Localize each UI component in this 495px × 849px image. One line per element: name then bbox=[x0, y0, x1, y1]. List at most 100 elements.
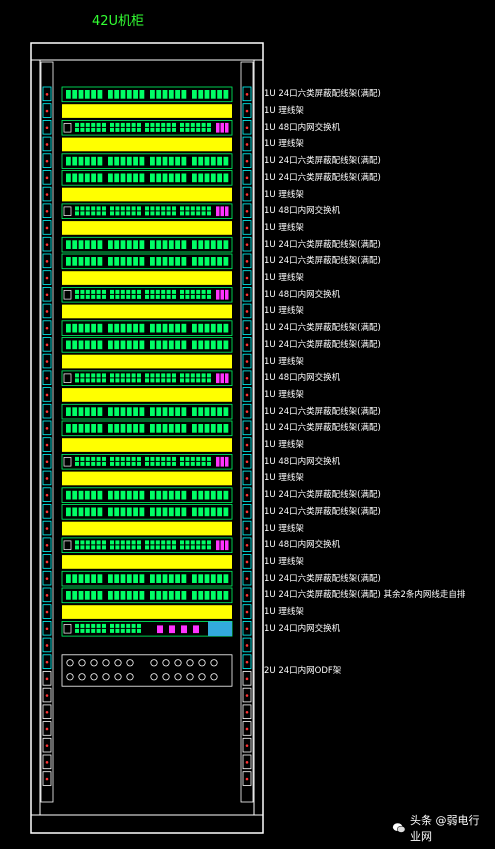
panel-port bbox=[120, 507, 126, 517]
switch-port bbox=[85, 211, 90, 216]
switch-port bbox=[185, 378, 190, 383]
device-label: 1U 48口内网交换机 bbox=[264, 206, 341, 217]
panel-port bbox=[120, 323, 126, 333]
switch-port bbox=[102, 206, 106, 211]
uplink-port bbox=[216, 122, 220, 133]
patch-panel bbox=[61, 587, 233, 604]
switch-port bbox=[185, 461, 190, 466]
panel-port bbox=[192, 173, 197, 183]
odf-port bbox=[150, 673, 158, 681]
panel-port bbox=[168, 173, 174, 183]
rack-unit-switch48 bbox=[61, 120, 233, 136]
panel-port bbox=[162, 407, 168, 416]
panel-port bbox=[97, 507, 103, 517]
device-label: 1U 48口内网交换机 bbox=[264, 540, 341, 551]
panel-port bbox=[168, 156, 174, 166]
switch-console bbox=[63, 373, 72, 383]
panel-port bbox=[223, 323, 229, 333]
panel-port bbox=[156, 257, 162, 266]
switch-port bbox=[120, 456, 125, 461]
right-rail-unit-marker bbox=[242, 153, 252, 168]
switch-port bbox=[180, 545, 184, 550]
panel-port bbox=[66, 340, 71, 350]
switch-port bbox=[185, 211, 190, 216]
panel-port bbox=[150, 156, 155, 166]
uplink-port bbox=[216, 206, 220, 217]
panel-port bbox=[97, 340, 103, 350]
switch-port bbox=[137, 461, 141, 466]
device-label: 1U 理线架 bbox=[264, 306, 304, 317]
switch-port bbox=[91, 461, 96, 466]
right-rail-hole bbox=[245, 326, 249, 330]
panel-port bbox=[156, 340, 162, 350]
right-rail-unit-marker bbox=[242, 86, 252, 102]
switch-port bbox=[126, 294, 131, 299]
left-rail-hole bbox=[45, 209, 49, 213]
switch-port bbox=[196, 545, 201, 550]
switch-port bbox=[150, 545, 155, 550]
left-rail-unit-marker bbox=[42, 286, 52, 302]
switch-port bbox=[120, 623, 125, 628]
odf-port bbox=[174, 659, 182, 667]
left-rail-unit-marker bbox=[42, 337, 52, 352]
panel-port bbox=[223, 424, 229, 433]
left-rail-unit-marker bbox=[42, 186, 52, 202]
switch-console bbox=[63, 624, 72, 634]
panel-port bbox=[108, 407, 113, 416]
switch-chassis bbox=[61, 203, 233, 219]
device-label: 1U 24口六类屏蔽配线架(满配) bbox=[264, 506, 381, 517]
device-label: 1U 24口六类屏蔽配线架(满配) 其余2条内网线走自排 bbox=[264, 590, 466, 601]
left-rail-hole bbox=[45, 93, 49, 96]
switch-port bbox=[126, 545, 131, 550]
panel-port bbox=[181, 591, 187, 600]
switch-port bbox=[161, 461, 166, 466]
panel-port bbox=[139, 173, 145, 183]
rack-unit-panel bbox=[61, 236, 233, 253]
rack-unit-panel bbox=[61, 253, 233, 270]
panel-port bbox=[217, 257, 222, 266]
right-rail-unit-marker bbox=[242, 220, 252, 235]
panel-port bbox=[175, 90, 180, 99]
switch-port bbox=[185, 456, 190, 461]
panel-port bbox=[162, 490, 168, 500]
cable-manager bbox=[62, 221, 232, 235]
panel-port bbox=[156, 574, 162, 583]
left-rail-unit-marker bbox=[42, 537, 52, 553]
switch-port bbox=[150, 456, 155, 461]
device-label: 1U 理线架 bbox=[264, 556, 304, 567]
left-rail-hole bbox=[45, 610, 49, 614]
switch-port bbox=[166, 456, 171, 461]
right-rail-hole bbox=[245, 360, 249, 363]
right-rail-unit-marker bbox=[242, 637, 252, 653]
switch-port bbox=[201, 211, 206, 216]
right-rail-unit-marker bbox=[242, 671, 252, 686]
switch-port bbox=[161, 294, 166, 299]
panel-port bbox=[210, 574, 216, 583]
panel-port bbox=[210, 90, 216, 99]
panel-port bbox=[162, 591, 168, 600]
switch-port bbox=[161, 211, 166, 216]
switch-port bbox=[155, 211, 160, 216]
switch-port bbox=[137, 623, 141, 628]
panel-port bbox=[181, 507, 187, 517]
panel-port bbox=[97, 257, 103, 266]
rack-unit-switch48 bbox=[61, 537, 233, 554]
switch-port bbox=[161, 289, 166, 294]
device-label: 1U 24口六类屏蔽配线架(满配) bbox=[264, 156, 381, 167]
panel-port bbox=[78, 591, 84, 600]
wechat-icon bbox=[392, 823, 406, 833]
switch-port bbox=[131, 545, 136, 550]
panel-port bbox=[72, 507, 78, 517]
switch-port bbox=[115, 373, 120, 378]
switch-port bbox=[180, 206, 184, 211]
panel-port bbox=[133, 574, 138, 583]
switch-port bbox=[145, 127, 149, 132]
cable-manager bbox=[62, 187, 232, 202]
rack-unit-switch48 bbox=[61, 203, 233, 219]
panel-port bbox=[223, 257, 229, 266]
panel-port bbox=[66, 490, 71, 500]
switch-port bbox=[91, 294, 96, 299]
panel-port bbox=[192, 507, 197, 517]
switch-port bbox=[201, 540, 206, 545]
